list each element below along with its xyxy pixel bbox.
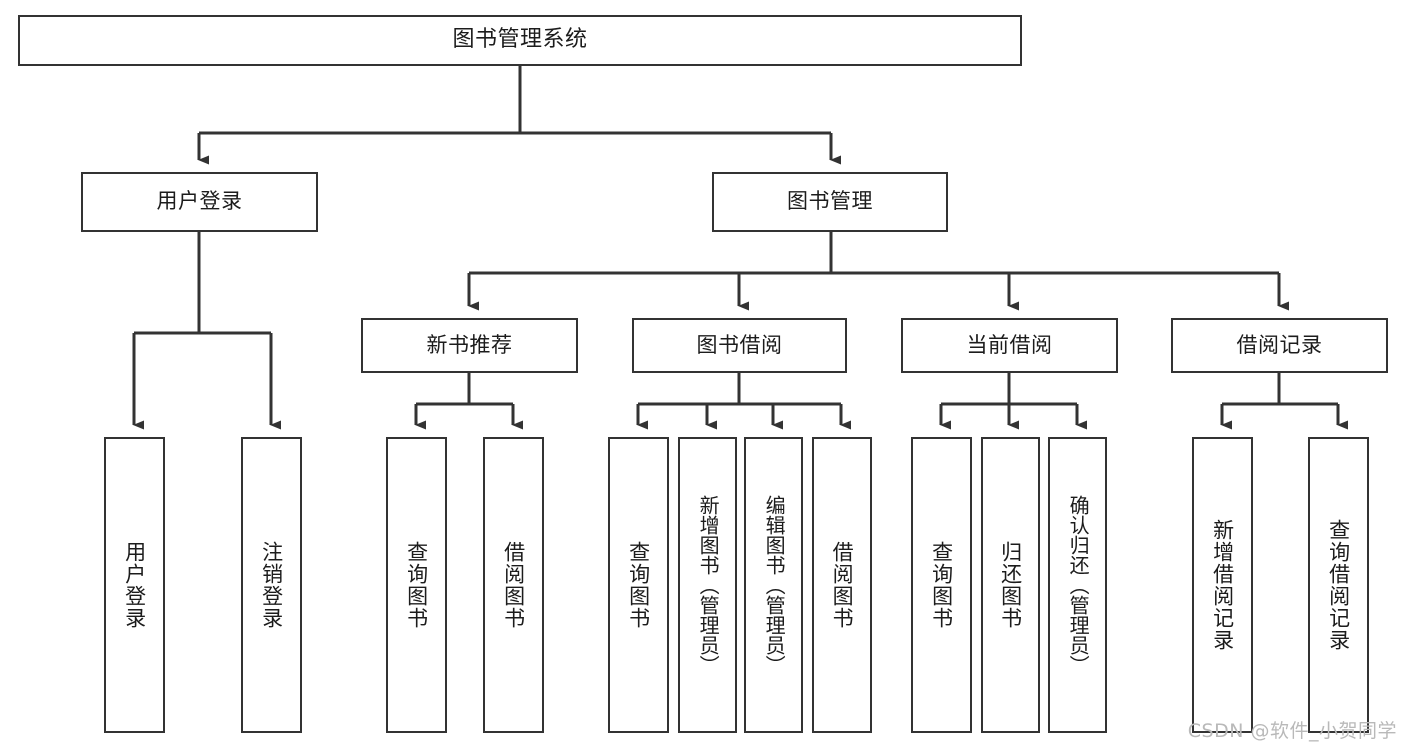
leaf-new-book-query-books[interactable]: 查询图书	[386, 437, 447, 733]
node-label: 新增借阅记录	[1210, 519, 1235, 651]
node-label: 编辑图书（管理员）	[762, 495, 787, 675]
leaf-current-borrow-query-books[interactable]: 查询图书	[911, 437, 972, 733]
leaf-borrow-record-query-record[interactable]: 查询借阅记录	[1308, 437, 1369, 733]
node-label: 借阅记录	[1236, 332, 1323, 357]
node-label: 用户登录	[122, 541, 147, 629]
leaf-current-borrow-confirm-return-admin[interactable]: 确认归还（管理员）	[1048, 437, 1107, 733]
node-label: 查询借阅记录	[1326, 519, 1351, 651]
node-label: 借阅图书	[830, 541, 855, 629]
node-label: 新增图书（管理员）	[696, 495, 721, 675]
leaf-borrow-record-add-record[interactable]: 新增借阅记录	[1192, 437, 1253, 733]
node-label: 新书推荐	[426, 332, 513, 357]
leaf-user-login-sign-out[interactable]: 注销登录	[241, 437, 302, 733]
node-label: 注销登录	[259, 541, 284, 629]
node-label: 借阅图书	[501, 541, 526, 629]
leaf-current-borrow-return-books[interactable]: 归还图书	[981, 437, 1040, 733]
leaf-book-borrow-edit-book-admin[interactable]: 编辑图书（管理员）	[744, 437, 803, 733]
node-label: 查询图书	[404, 541, 429, 629]
node-book-borrow[interactable]: 图书借阅	[632, 318, 847, 373]
leaf-book-borrow-query-books[interactable]: 查询图书	[608, 437, 669, 733]
node-borrow-record[interactable]: 借阅记录	[1171, 318, 1388, 373]
node-new-book-recommend[interactable]: 新书推荐	[361, 318, 578, 373]
node-current-borrow[interactable]: 当前借阅	[901, 318, 1118, 373]
leaf-book-borrow-add-book-admin[interactable]: 新增图书（管理员）	[678, 437, 737, 733]
node-user-login[interactable]: 用户登录	[81, 172, 318, 232]
node-label: 用户登录	[156, 189, 243, 214]
csdn-watermark: CSDN @软件_小贺同学	[1187, 720, 1397, 742]
node-label: 当前借阅	[966, 332, 1053, 357]
leaf-user-login-sign-in[interactable]: 用户登录	[104, 437, 165, 733]
leaf-book-borrow-borrow-books[interactable]: 借阅图书	[812, 437, 872, 733]
leaf-new-book-borrow-books[interactable]: 借阅图书	[483, 437, 544, 733]
node-label: 图书借阅	[696, 332, 783, 357]
node-book-management[interactable]: 图书管理	[712, 172, 948, 232]
node-label: 查询图书	[929, 541, 954, 629]
node-label: 图书管理系统	[452, 27, 588, 53]
node-label: 归还图书	[998, 541, 1023, 629]
node-root-library-management-system[interactable]: 图书管理系统	[18, 15, 1022, 66]
node-label: 查询图书	[626, 541, 651, 629]
node-label: 确认归还（管理员）	[1066, 495, 1091, 675]
node-label: 图书管理	[787, 189, 873, 214]
